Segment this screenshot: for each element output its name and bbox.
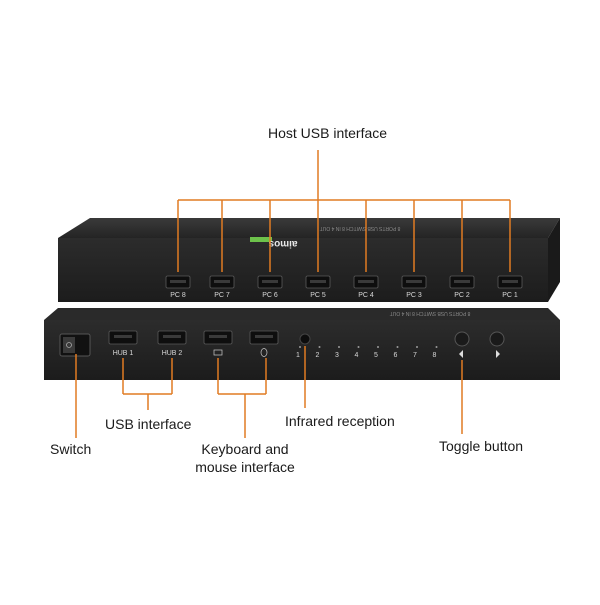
keyboard-callout-line2: mouse interface bbox=[195, 459, 295, 475]
infrared-callout: Infrared reception bbox=[285, 413, 395, 429]
host-usb-port-label: PC 8 bbox=[170, 292, 186, 299]
channel-led bbox=[318, 346, 321, 348]
keyboard-callout-line1: Keyboard and bbox=[201, 441, 289, 457]
channel-number: 3 bbox=[335, 352, 339, 359]
keyboard-mouse-usb-port[interactable] bbox=[249, 330, 279, 345]
host-usb-port-label: PC 1 bbox=[502, 292, 518, 299]
channel-number: 2 bbox=[316, 352, 320, 359]
host-usb-port[interactable] bbox=[209, 275, 235, 289]
callout-lines bbox=[75, 150, 511, 438]
keyboard-callout: Keyboard and mouse interface bbox=[180, 441, 310, 475]
rear-device-face bbox=[58, 238, 548, 302]
host-usb-port-label: PC 6 bbox=[262, 292, 278, 299]
power-switch[interactable] bbox=[59, 333, 91, 357]
channel-number: 7 bbox=[413, 352, 417, 359]
front-device-top bbox=[44, 308, 560, 320]
hub-port-label: HUB 1 bbox=[113, 350, 134, 357]
channel-number: 5 bbox=[374, 352, 378, 359]
channel-led bbox=[435, 346, 438, 348]
toggle-left-button[interactable] bbox=[454, 331, 470, 347]
channel-led bbox=[377, 346, 379, 348]
hub-usb-port[interactable] bbox=[157, 330, 187, 345]
front-port-row: HUB 1 HUB 2 bbox=[108, 330, 279, 357]
channel-number: 4 bbox=[355, 352, 359, 359]
toggle-right-button[interactable] bbox=[489, 331, 505, 347]
brand-logo-mark bbox=[250, 237, 272, 242]
channel-led bbox=[299, 346, 301, 348]
power-icon bbox=[66, 342, 72, 348]
rear-device-top bbox=[58, 218, 560, 238]
host-usb-port[interactable] bbox=[305, 275, 331, 289]
host-usb-port[interactable] bbox=[353, 275, 379, 289]
front-product-text: 8 PORTS USB SWITCH 8 IN 4 OUT bbox=[390, 310, 471, 316]
host-usb-port[interactable] bbox=[165, 275, 191, 289]
hub-usb-port[interactable] bbox=[108, 330, 138, 345]
rear-port-row: PC 8 PC 7 PC 6 PC 5 PC 4 PC 3 PC 2 PC 1 bbox=[165, 275, 523, 299]
channel-led bbox=[338, 346, 340, 348]
front-device: 8 PORTS USB SWITCH 8 IN 4 OUT HUB 1 HUB 2… bbox=[44, 308, 560, 380]
host-usb-port-label: PC 4 bbox=[358, 292, 374, 299]
ir-receiver bbox=[299, 333, 311, 345]
rear-product-text: 8 PORTS USB SWITCH 8 IN 4 OUT bbox=[320, 225, 401, 231]
host-usb-port-label: PC 7 bbox=[214, 292, 230, 299]
host-usb-port[interactable] bbox=[497, 275, 523, 289]
host-usb-callout: Host USB interface bbox=[268, 125, 388, 141]
rear-device: 8 PORTS USB SWITCH 8 IN 4 OUT aimos PC 8… bbox=[58, 218, 560, 302]
chevron-left-icon bbox=[459, 350, 463, 358]
host-usb-port-label: PC 5 bbox=[310, 292, 326, 299]
channel-number: 6 bbox=[394, 352, 398, 359]
channel-led bbox=[416, 346, 418, 348]
channel-indicators: 1 2 3 4 5 6 7 8 bbox=[296, 346, 438, 359]
channel-number: 1 bbox=[296, 352, 300, 359]
keyboard-icon bbox=[213, 349, 223, 356]
host-usb-port[interactable] bbox=[401, 275, 427, 289]
channel-number: 8 bbox=[433, 352, 437, 359]
rear-device-side bbox=[548, 218, 560, 302]
usb-callout: USB interface bbox=[105, 416, 192, 432]
chevron-right-icon bbox=[496, 350, 500, 358]
host-usb-port[interactable] bbox=[257, 275, 283, 289]
mouse-icon bbox=[260, 348, 268, 357]
keyboard-mouse-usb-port[interactable] bbox=[203, 330, 233, 345]
channel-led bbox=[357, 346, 360, 348]
host-usb-port-label: PC 2 bbox=[454, 292, 470, 299]
host-usb-port[interactable] bbox=[449, 275, 475, 289]
channel-led bbox=[396, 346, 399, 348]
toggle-callout: Toggle button bbox=[439, 438, 524, 454]
host-usb-port-label: PC 3 bbox=[406, 292, 422, 299]
hub-port-label: HUB 2 bbox=[162, 350, 183, 357]
switch-callout: Switch bbox=[50, 441, 92, 457]
brand-logo: aimos bbox=[268, 238, 297, 249]
